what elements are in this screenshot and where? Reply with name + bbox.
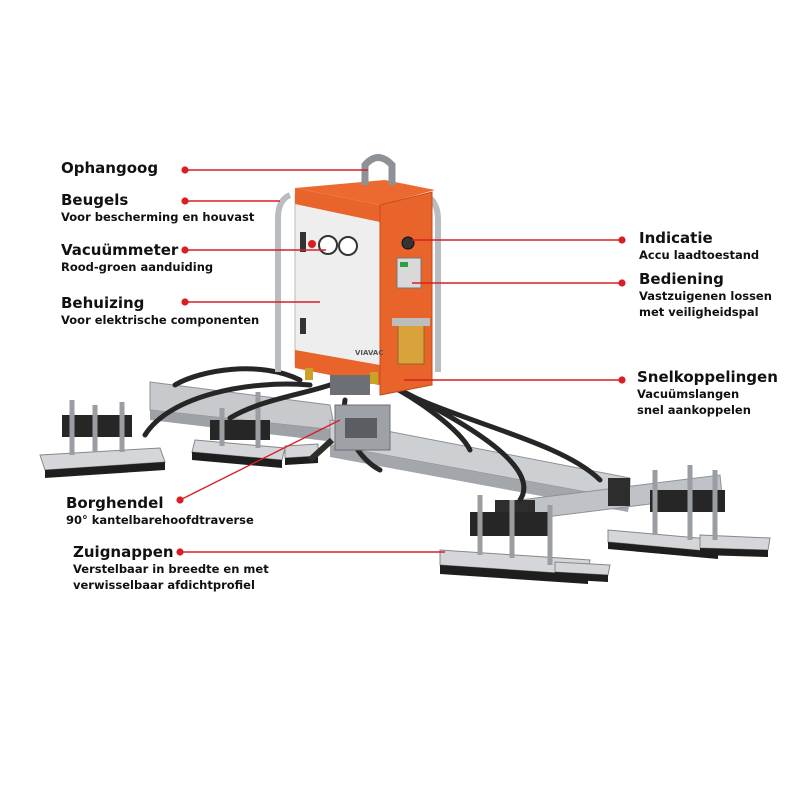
- callout-title: Snelkoppelingen: [637, 368, 778, 386]
- callout-title: Vacuümmeter: [61, 241, 179, 259]
- callout-title: Bediening: [639, 270, 724, 288]
- callout-behuizing: Behuizing Voor elektrische componenten: [61, 294, 259, 328]
- callout-borghendel: Borghendel 90° kantelbarehoofdtraverse: [66, 494, 254, 528]
- suction-pad: [191, 439, 286, 468]
- housing: VIAVAC: [275, 154, 441, 396]
- callout-subtitle: 90° kantelbarehoofdtraverse: [66, 513, 254, 527]
- callout-subtitle: met veiligheidspal: [639, 305, 759, 319]
- suction-pad: [699, 534, 771, 557]
- suction-pads: [39, 439, 771, 584]
- callout-title: Indicatie: [639, 229, 713, 247]
- leader-dot-behuizing: [181, 298, 189, 306]
- callout-ophangoog: Ophangoog: [61, 159, 158, 177]
- leader-dot-indicatie: [618, 236, 626, 244]
- leader-dot-beugels: [181, 197, 189, 205]
- leader-dot-vacuummeter: [181, 246, 189, 254]
- callout-indicatie: Indicatie Accu laadtoestand: [639, 229, 759, 263]
- leader-dot-zuignappen: [176, 548, 184, 556]
- callout-subtitle: Voor elektrische componenten: [61, 313, 260, 327]
- vacuum-hoses: [142, 366, 603, 503]
- callout-subtitle: Rood-groen aanduiding: [61, 260, 214, 274]
- callout-vacuummeter: Vacuümmeter Rood-groen aanduiding: [61, 241, 213, 275]
- callout-subtitle: Verstelbaar in breedte en met: [73, 562, 269, 576]
- housing-side: [379, 191, 433, 396]
- vacuum-gauge-right: [338, 236, 358, 256]
- leader-line-borghendel: [179, 419, 341, 501]
- leader-dot-snelkoppelingen: [618, 376, 626, 384]
- callout-subtitle: Voor bescherming en houvast: [61, 210, 255, 224]
- callout-zuignappen: Zuignappen Verstelbaar in breedte en met…: [73, 543, 269, 593]
- callout-title: Ophangoog: [61, 159, 159, 177]
- hanging-eye: [361, 154, 396, 185]
- filter-bowl: [397, 321, 425, 365]
- callout-bediening: Bediening Vastzuigenen lossen met veilig…: [639, 270, 772, 320]
- center-mount: [307, 404, 391, 463]
- suction-pad: [39, 447, 166, 478]
- callout-title: Behuizing: [61, 294, 145, 312]
- housing-top: [295, 180, 435, 205]
- callout-title: Zuignappen: [73, 543, 174, 561]
- battery-indicator: [401, 236, 415, 250]
- callout-subtitle: Accu laadtoestand: [639, 248, 760, 262]
- leader-dot-bediening: [618, 279, 626, 287]
- callout-title: Borghendel: [66, 494, 164, 512]
- callout-subtitle: Vastzuigenen lossen: [639, 289, 772, 303]
- leader-dot-ophangoog: [181, 166, 189, 174]
- suction-pad: [554, 561, 611, 582]
- callout-beugels: Beugels Voor bescherming en houvast: [61, 191, 254, 225]
- callout-title: Beugels: [61, 191, 129, 209]
- callout-subtitle: snel aankoppelen: [637, 403, 751, 417]
- vacuum-gauge-left: [318, 235, 338, 255]
- leader-lines: [176, 166, 626, 556]
- pad-clamps: [62, 392, 725, 565]
- brand-label: VIAVAC: [355, 349, 383, 357]
- leader-dot-borghendel: [176, 496, 184, 504]
- callout-snelkoppelingen: Snelkoppelingen Vacuümslangen snel aanko…: [637, 368, 778, 418]
- callout-subtitle: verwisselbaar afdichtprofiel: [73, 578, 255, 592]
- callout-subtitle: Vacuümslangen: [637, 387, 740, 401]
